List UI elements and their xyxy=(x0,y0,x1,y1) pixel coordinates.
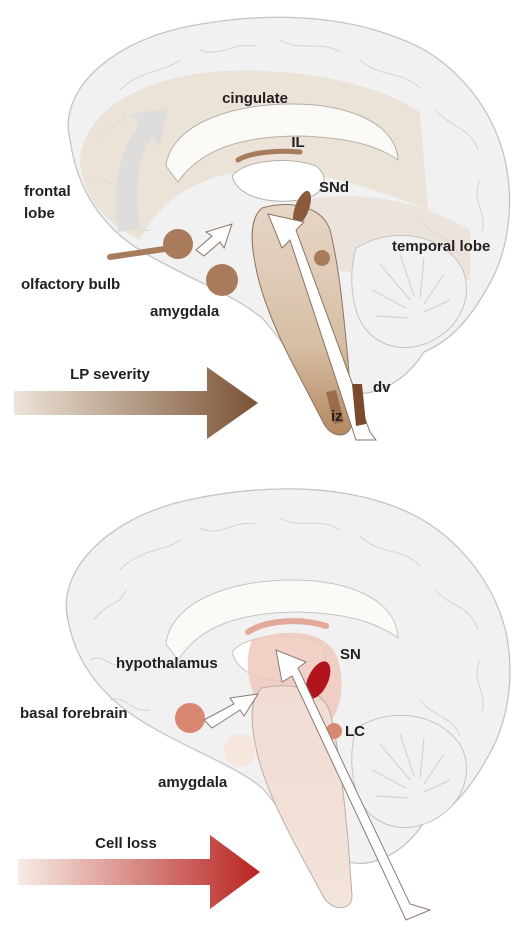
panel-lewy-pathology: cingulate IL SNd frontal lobe temporal l… xyxy=(14,17,510,440)
label-dv: dv xyxy=(373,379,391,396)
label-iz: iz xyxy=(331,408,343,425)
label-snd: SNd xyxy=(319,179,349,196)
label-sn: SN xyxy=(340,646,361,663)
label-il: IL xyxy=(291,134,304,151)
label-lp-severity: LP severity xyxy=(70,366,150,383)
basal-forebrain-region xyxy=(175,703,205,733)
amygdala-region-bottom xyxy=(224,734,256,766)
label-cingulate: cingulate xyxy=(222,90,288,107)
label-amygdala-top: amygdala xyxy=(150,303,220,320)
raphe-nucleus-top xyxy=(314,250,330,266)
cerebellum-bottom xyxy=(352,715,467,827)
label-temporal-lobe: temporal lobe xyxy=(392,238,490,255)
panel-cell-loss: hypothalamus SN basal forebrain LC amygd… xyxy=(18,489,510,920)
amygdala-region-top xyxy=(206,264,238,296)
label-frontal-lobe-2: lobe xyxy=(24,205,55,222)
label-hypothalamus: hypothalamus xyxy=(116,655,218,672)
label-amygdala-bottom: amygdala xyxy=(158,774,228,791)
label-lc: LC xyxy=(345,723,365,740)
olfactory-bulb-region xyxy=(163,229,193,259)
label-basal-forebrain: basal forebrain xyxy=(20,705,128,722)
label-frontal-lobe-1: frontal xyxy=(24,183,71,200)
label-olfactory-bulb: olfactory bulb xyxy=(21,276,120,293)
label-cell-loss: Cell loss xyxy=(95,835,157,852)
